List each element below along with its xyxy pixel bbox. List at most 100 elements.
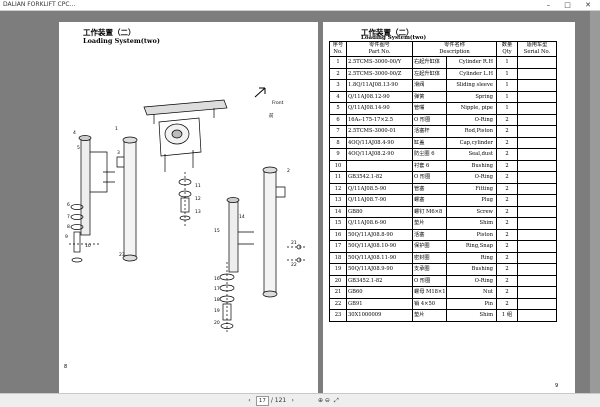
row-part-no-cell: Q/11AJ08.14-90 [346,102,413,115]
row-no-cell: 9 [329,148,347,161]
callout: 23 [119,252,125,258]
row-part-no-cell: Q/11AJ08.5-90 [346,182,413,195]
row-name-en-cell: Ring,Snap [446,240,497,253]
callout: 14 [239,214,245,220]
document-viewport[interactable]: 工作装置（二） Loading System(two) [0,11,600,393]
row-qty-cell: 2 [496,274,518,287]
row-name-cn-cell: 弹簧 [412,90,447,103]
row-serial-cell [517,274,557,287]
row-name-cn-cell: 右起升缸体 [412,56,447,69]
right-page-number: 9 [555,383,559,389]
row-no-cell: 23 [329,309,347,322]
row-name-en-cell: Cap,cylinder [446,136,497,149]
callout: 7 [67,214,70,220]
row-name-en-cell: Nut [446,286,497,299]
callout: 17 [214,286,220,292]
row-part-no-cell: 50Q/11AJ08.10-90 [346,240,413,253]
row-name-en-cell: Spring [446,90,497,103]
row-part-no-cell: 50Q/11AJ08.8-90 [346,228,413,241]
callout: 13 [195,209,201,215]
next-page-button[interactable]: › [291,397,294,404]
callout: 20 [214,320,220,326]
row-name-en-cell: O-Ring [446,274,497,287]
row-name-cn-cell: 垫片 [412,217,447,230]
row-name-en-cell: Rod,Piston [446,125,497,138]
fit-page-icon[interactable]: ⤢ [333,397,339,404]
row-no-cell: 22 [329,297,347,310]
row-part-no-cell: 1.8Q/11AJ08.13-90 [346,79,413,92]
row-name-cn-cell: O 形圈 [412,171,447,184]
left-page-title-en: Loading System(two) [83,37,160,45]
row-name-en-cell: Fitting [446,182,497,195]
row-no-cell: 4 [329,90,347,103]
page-total: / 121 [270,397,287,404]
row-serial-cell [517,159,557,172]
row-no-cell: 18 [329,251,347,264]
row-part-no-cell: 50Q/11AJ08.9-90 [346,263,413,276]
row-no-cell: 21 [329,286,347,299]
row-part-no-cell: GB80 [346,205,413,218]
row-name-en-cell: Ring [446,251,497,264]
page-number-input[interactable]: 17 [255,395,269,406]
row-qty-cell: 1 [496,102,518,115]
row-name-en-cell: O-Ring [446,171,497,184]
row-serial-cell [517,148,557,161]
prev-page-button[interactable]: ‹ [248,397,251,404]
row-name-en-cell: Cylinder R.H [446,56,497,69]
row-name-en-cell: Nipple, pipe [446,102,497,115]
row-name-cn-cell: 垫片 [412,309,447,322]
row-qty-cell: 1 [496,67,518,80]
vertical-scrollbar[interactable] [590,11,600,393]
row-serial-cell [517,79,557,92]
callout: 10 [85,243,91,249]
row-serial-cell [517,125,557,138]
callout: 5 [77,145,80,151]
row-serial-cell [517,102,557,115]
row-serial-cell [517,263,557,276]
callout: 16 [214,276,220,282]
row-part-no-cell [346,159,413,172]
right-page-title-cn: 工作装置（二） [361,28,414,37]
row-no-cell: 17 [329,240,347,253]
row-qty-cell: 2 [496,194,518,207]
row-no-cell: 14 [329,205,347,218]
row-name-cn-cell: 防尘圈 6 [412,148,447,161]
row-name-cn-cell: 保护圈 [412,240,447,253]
front-label: Front [272,100,284,106]
row-part-no-cell: Q/11AJ08.6-90 [346,217,413,230]
row-name-cn-cell: 活塞杆 [412,125,447,138]
row-no-cell: 13 [329,194,347,207]
row-name-en-cell: Sliding sleeve [446,79,497,92]
row-serial-cell [517,194,557,207]
row-serial-cell [517,136,557,149]
callout: 3 [117,150,120,156]
row-no-cell: 19 [329,263,347,276]
row-qty-cell: 1 [496,56,518,69]
callout: 2 [287,168,290,174]
row-name-cn-cell: O 形圈 [412,113,447,126]
title-bar: DALIAN FORKLIFT CPC... – □ ✕ [0,0,600,11]
row-name-cn-cell: 支承圈 [412,263,447,276]
window-controls[interactable]: – □ ✕ [546,1,597,9]
row-name-en-cell: Pin [446,297,497,310]
row-name-cn-cell: 活塞 [412,228,447,241]
row-serial-cell [517,113,557,126]
row-no-cell: 3 [329,79,347,92]
zoom-buttons[interactable]: ⊕ ⊖ [318,397,330,404]
